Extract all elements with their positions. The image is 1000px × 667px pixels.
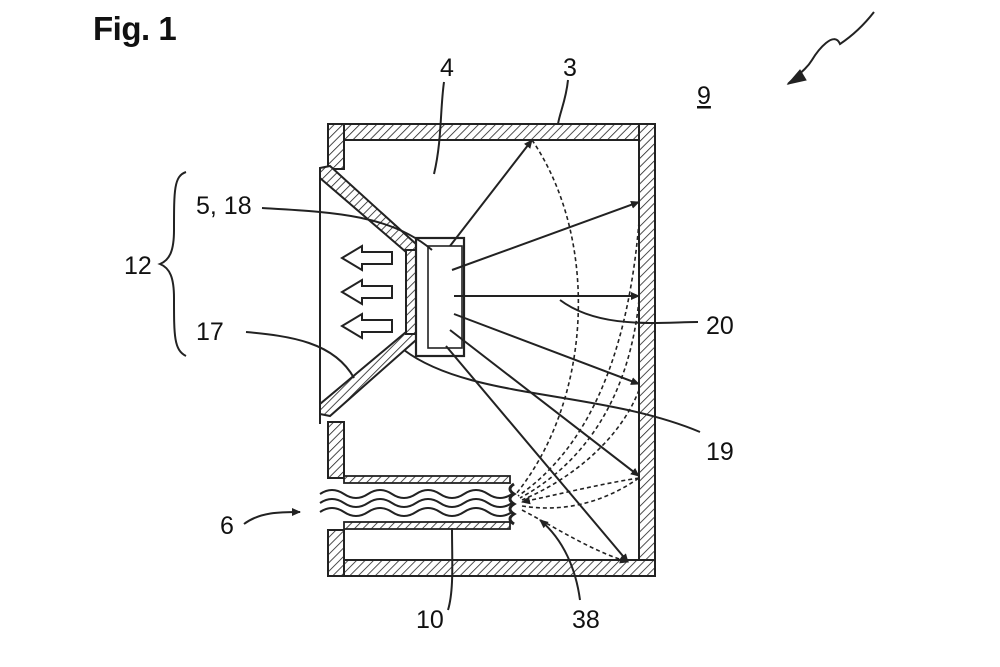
leader-4 — [433, 81, 445, 175]
housing-walls — [327, 123, 656, 577]
reflection-4 — [521, 389, 640, 501]
cone-upper-wall — [319, 164, 417, 253]
leader-10 — [447, 527, 454, 611]
ray-upper — [451, 200, 640, 271]
bass-reflex-duct — [319, 475, 517, 530]
output-arrow-1 — [340, 244, 393, 272]
reflection-7 — [521, 509, 629, 564]
output-arrow-3 — [340, 312, 393, 340]
reflected-waves — [515, 139, 640, 564]
label-12: 12 — [124, 252, 152, 280]
leader-lines — [157, 11, 875, 611]
housing-left-wall-upper — [327, 123, 345, 170]
label-17: 17 — [196, 318, 224, 346]
label-4: 4 — [440, 54, 454, 82]
duct-wave-2 — [319, 498, 513, 508]
reflection-1 — [515, 139, 580, 495]
housing-bottom-wall — [327, 559, 656, 577]
label-10: 10 — [416, 606, 444, 634]
housing-right-wall — [638, 123, 656, 577]
leader-17 — [245, 331, 355, 379]
cone-lower-wall — [319, 331, 417, 418]
output-arrow-2 — [340, 278, 393, 306]
reflection-2 — [517, 221, 640, 497]
sound-rays — [445, 139, 640, 563]
label-19: 19 — [706, 438, 734, 466]
leader-6 — [243, 508, 301, 525]
leader-5-18 — [261, 207, 433, 251]
label-3: 3 — [563, 54, 577, 82]
duct-absorber-edge — [508, 482, 517, 526]
leader-3 — [557, 79, 569, 125]
ray-lower-2 — [449, 329, 640, 477]
voice-coil — [405, 249, 417, 335]
reflection-3 — [519, 299, 640, 499]
leader-19 — [403, 349, 701, 433]
label-9: 9 — [697, 82, 711, 110]
reflection-6 — [521, 477, 640, 509]
housing-top-wall — [327, 123, 656, 141]
housing-left-wall-lower — [327, 529, 345, 577]
duct-wave-1 — [319, 489, 513, 499]
figure-title: Fig. 1 — [93, 10, 177, 47]
ray-top — [449, 139, 533, 247]
label-38: 38 — [572, 606, 600, 634]
leader-20 — [559, 299, 699, 324]
label-20: 20 — [706, 312, 734, 340]
brace-12 — [157, 171, 187, 357]
leader-38 — [539, 519, 581, 601]
duct-upper-wall — [343, 475, 511, 484]
label-5-18: 5, 18 — [196, 192, 252, 220]
reflection-5 — [521, 477, 640, 505]
housing-left-wall-middle — [327, 421, 345, 479]
duct-wave-3 — [319, 507, 513, 517]
sound-output-arrows — [340, 244, 393, 340]
ray-lower — [453, 313, 640, 385]
duct-lower-wall — [343, 521, 511, 530]
label-6: 6 — [220, 512, 234, 540]
leader-9-arrowhead — [786, 69, 807, 85]
